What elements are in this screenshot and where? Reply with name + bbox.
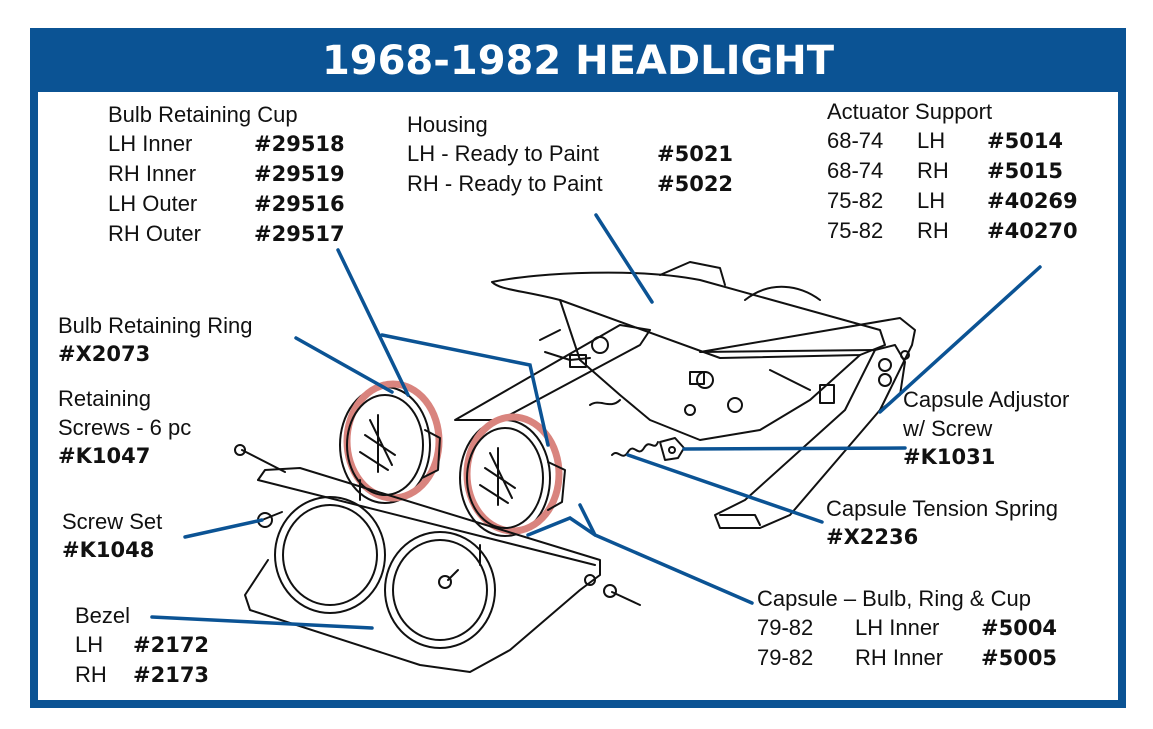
leader-housing <box>594 213 654 304</box>
leader-actuator <box>878 265 1042 414</box>
leader-ring <box>294 336 394 394</box>
screw-set-label: Screw Set #K1048 <box>62 509 163 562</box>
diagram-panel <box>38 92 1118 700</box>
bulb-retaining-cup-label: Bulb Retaining Cup LH Inner#29518 RH Inn… <box>108 100 345 249</box>
cup-row: LH Inner#29518 <box>108 131 345 156</box>
retaining-screws-label: Retaining Screws - 6 pc #K1047 <box>58 386 192 468</box>
cup-row: RH Inner#29519 <box>108 161 345 186</box>
leader-adjustor <box>682 446 907 451</box>
bezel-drawing <box>244 467 601 673</box>
capsule-tension-spring-label: Capsule Tension Spring #X2236 <box>826 496 1058 549</box>
housing-label: Housing LH - Ready to Paint#5021 RH - Re… <box>407 110 733 199</box>
cup-row: RH Outer#29517 <box>108 221 345 246</box>
capsule-right-drawing <box>459 413 566 537</box>
leader-capsule <box>526 503 754 605</box>
housing-row: RH - Ready to Paint#5022 <box>407 171 734 196</box>
bezel-label: Bezel LH#2172 RH#2173 <box>75 601 209 690</box>
bulb-retaining-ring-label: Bulb Retaining Ring #X2073 <box>58 313 253 366</box>
bezel-row: RH#2173 <box>75 662 210 687</box>
leader-housing-ring <box>380 333 550 447</box>
page-title: 1968-1982 HEADLIGHT <box>321 38 835 84</box>
leader-bulb-cup <box>336 248 410 397</box>
leader-spring <box>626 453 824 524</box>
bezel-row: LH#2172 <box>75 632 210 657</box>
leader-lines <box>150 213 1042 630</box>
screws-drawing <box>234 444 641 606</box>
capsule-left-drawing <box>339 380 443 504</box>
capsule-adjustor-label: Capsule Adjustor w/ Screw #K1031 <box>903 387 1070 469</box>
housing-drawing <box>491 261 886 441</box>
leader-bezel <box>150 615 374 630</box>
cup-row: LH Outer#29516 <box>108 191 345 216</box>
leader-screw-set <box>183 518 264 539</box>
housing-row: LH - Ready to Paint#5021 <box>407 141 734 166</box>
tension-spring-drawing <box>611 437 685 461</box>
